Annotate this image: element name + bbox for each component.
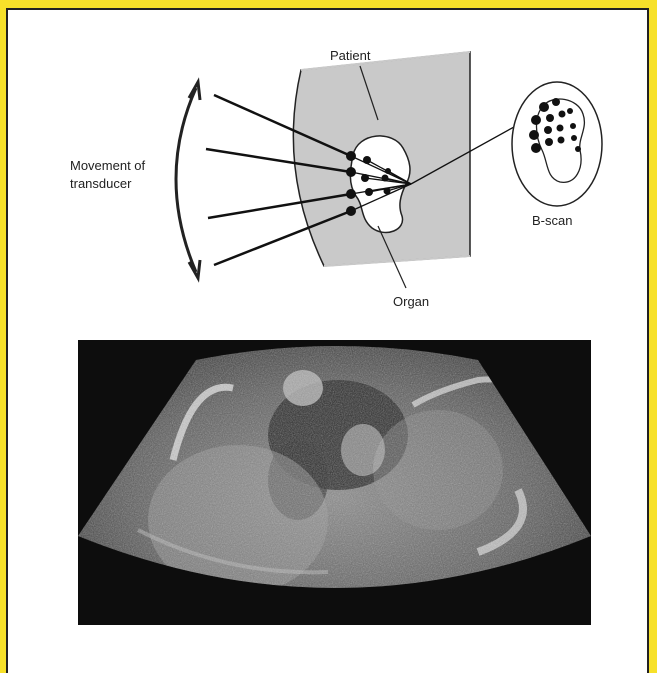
movement-arrow-top (189, 82, 200, 100)
figure-frame: Patient Movement of transducer B-scan Or… (6, 8, 649, 673)
fetal-ultrasound-image (78, 340, 591, 625)
movement-arc (176, 88, 196, 272)
label-bscan: B-scan (532, 213, 572, 228)
label-patient: Patient (330, 48, 371, 63)
b-scan-formation-diagram: Patient Movement of transducer B-scan Or… (8, 10, 651, 340)
movement-arrow-bottom (189, 260, 200, 278)
label-movement-line1: Movement of (70, 158, 146, 173)
label-organ: Organ (393, 294, 429, 309)
label-movement-line2: transducer (70, 176, 132, 191)
